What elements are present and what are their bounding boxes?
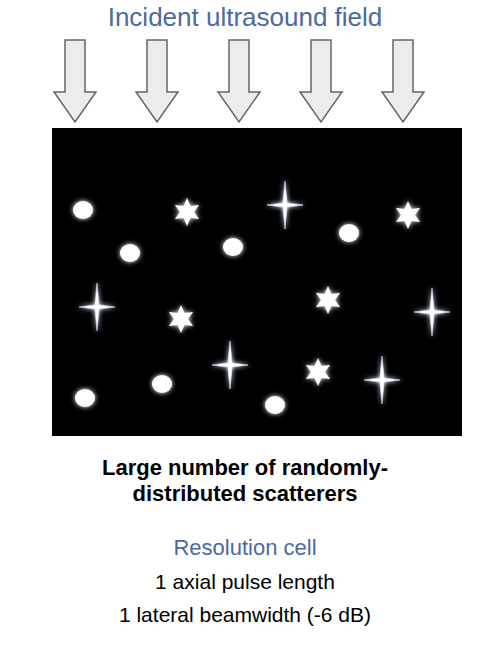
scatterer-dot [73, 201, 93, 219]
cell-detail: 1 lateral beamwidth (-6 dB) [15, 602, 475, 627]
scatterer-dot [120, 244, 140, 262]
field-label: Incident ultrasound field [15, 2, 475, 33]
scatterer-dot [339, 224, 359, 242]
field-arrow [382, 40, 424, 122]
scatterer-sparkle [212, 341, 248, 389]
scatterer-dot [75, 389, 95, 407]
cell-heading: Resolution cell [15, 535, 475, 561]
field-arrow [54, 40, 96, 122]
scatterer-star [316, 286, 340, 314]
scatterer-sparkle [79, 283, 115, 331]
tissue-region [52, 128, 462, 436]
cell-detail: 1 axial pulse length [15, 569, 475, 594]
scatterer-sparkle [267, 181, 303, 229]
scatterer-dot [152, 375, 172, 393]
scatterer-sparkle [364, 356, 400, 404]
scatterer-sparkle [414, 288, 450, 336]
field-arrow [136, 40, 178, 122]
scatterer-star [169, 305, 193, 333]
field-arrow [218, 40, 260, 122]
field-arrow [300, 40, 342, 122]
scatterer-caption: Large number of randomly-distributed sca… [75, 455, 415, 508]
scatterer-star [306, 358, 330, 386]
scatterer-dot [223, 238, 243, 256]
scatterer-star [396, 201, 420, 229]
scatterer-dot [265, 396, 285, 414]
scatterer-star [175, 198, 199, 226]
